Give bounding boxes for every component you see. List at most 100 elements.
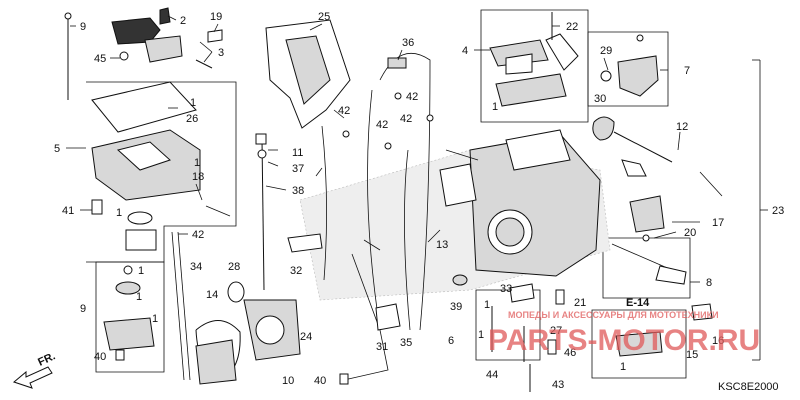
callout-8: 8 <box>706 277 712 289</box>
top-cap-part <box>111 17 161 45</box>
hot-start-plunger-part <box>611 243 673 271</box>
insulator-block-part <box>195 339 237 385</box>
callout-28: 28 <box>228 261 240 273</box>
hot-start-valve-part <box>615 331 663 357</box>
vent-hose-b-part <box>367 89 381 331</box>
hot-start-nut-part <box>655 265 687 285</box>
tps-group-outline <box>602 237 691 299</box>
top-cover-gasket-part <box>505 53 533 75</box>
float-bowl-gasket-part <box>91 81 197 133</box>
top-cover-group-outline <box>480 9 589 123</box>
callout-1-pump-housing: 1 <box>152 313 158 325</box>
tps-sensor-part <box>629 195 665 233</box>
callouts: 9 2 19 25 22 3 45 36 4 29 7 1 26 30 1 5 … <box>54 11 784 391</box>
plug-39-part <box>452 274 468 286</box>
callout-40-cable: 40 <box>314 375 326 387</box>
drain-rod-cap-part <box>64 12 72 20</box>
callout-35: 35 <box>400 337 412 349</box>
lever-12-part <box>621 159 647 177</box>
callout-12: 12 <box>676 121 688 133</box>
callout-42-b: 42 <box>400 113 412 125</box>
shaft-drum-part <box>592 116 615 141</box>
callout-45: 45 <box>94 53 106 65</box>
callout-10: 10 <box>282 375 294 387</box>
vent-hose-c-part <box>404 149 411 331</box>
callout-6: 6 <box>448 335 454 347</box>
callout-33: 33 <box>500 283 512 295</box>
needle-jet-part <box>261 139 265 291</box>
callout-36: 36 <box>402 37 414 49</box>
callout-24: 24 <box>300 331 312 343</box>
clip-11-part <box>255 133 267 145</box>
throttle-shaft-part <box>613 131 673 163</box>
cap-28-part <box>227 281 245 303</box>
callout-42-a: 42 <box>406 91 418 103</box>
callout-27: 27 <box>550 325 562 337</box>
callout-15: 15 <box>686 349 698 361</box>
choke-link-part <box>439 163 477 207</box>
screw-2-part <box>159 7 171 25</box>
accel-pump-group-outline <box>95 261 165 373</box>
washer-29-part <box>600 70 612 82</box>
clip-42b-part <box>426 114 434 122</box>
callout-42-c: 42 <box>376 119 388 131</box>
spacer-11-part <box>257 149 267 159</box>
callout-1-oring: 1 <box>116 207 122 219</box>
callout-42-e: 42 <box>192 229 204 241</box>
leader-lines <box>66 15 768 283</box>
callout-42-d: 42 <box>338 105 350 117</box>
callout-14: 14 <box>206 289 218 301</box>
callout-4: 4 <box>462 45 468 57</box>
callout-5: 5 <box>54 143 60 155</box>
section-reference: E-14 <box>626 297 650 309</box>
callout-32: 32 <box>290 265 302 277</box>
callout-30: 30 <box>594 93 606 105</box>
callout-43: 43 <box>552 379 564 391</box>
callout-1-pump-spring: 1 <box>136 291 142 303</box>
overflow-hose-edge-part <box>177 231 191 381</box>
bracket-31-part <box>375 303 401 331</box>
callout-46: 46 <box>564 347 576 359</box>
callout-39: 39 <box>450 301 462 313</box>
callout-2: 2 <box>180 15 186 27</box>
callout-29: 29 <box>600 45 612 57</box>
bolt-41-part <box>91 199 103 215</box>
callout-1-float-bowl: 1 <box>194 157 200 169</box>
front-arrow-icon <box>12 366 53 389</box>
spring-cable-part <box>363 239 381 251</box>
front-direction-label: FR. <box>36 350 57 368</box>
screw-top-part <box>636 34 644 42</box>
cap-16-part <box>691 303 713 321</box>
callout-23: 23 <box>772 205 784 217</box>
callout-20: 20 <box>684 227 696 239</box>
callout-7: 7 <box>684 65 690 77</box>
callout-1-hot-start-b: 1 <box>478 329 484 341</box>
throttle-cable-part <box>343 253 389 381</box>
callout-25: 25 <box>318 11 330 23</box>
callout-1-float-bowl-top: 1 <box>190 97 196 109</box>
screw-40-part <box>115 349 125 361</box>
o-ring-part <box>127 211 153 225</box>
throttle-plate-slot-part <box>285 35 331 105</box>
return-spring-12-part <box>699 171 723 197</box>
watermark-site: PARTS-MOTOR.RU <box>488 324 760 357</box>
parts-artwork <box>64 7 723 392</box>
callout-37: 37 <box>292 163 304 175</box>
screw-46-part <box>547 339 557 355</box>
callout-19: 19 <box>210 11 222 23</box>
callout-1-top-cover: 1 <box>492 101 498 113</box>
callout-16: 16 <box>712 335 724 347</box>
screw-19-part <box>207 29 223 43</box>
callout-40-pump: 40 <box>94 351 106 363</box>
pump-oring-part <box>123 265 133 275</box>
watermark: МОПЕДЫ И АКСЕССУАРЫ ДЛЯ МОТОТЕХНИКИ PART… <box>488 310 760 357</box>
screw-21-part <box>555 289 565 305</box>
callout-22: 22 <box>566 21 578 33</box>
bracket-33-part <box>509 283 535 303</box>
pump-cover-part <box>125 229 157 251</box>
callout-1-hot-start-a: 1 <box>620 361 626 373</box>
throttle-valve-part <box>495 217 525 247</box>
screw-40b-part <box>339 373 349 385</box>
top-cover-part <box>495 73 567 107</box>
